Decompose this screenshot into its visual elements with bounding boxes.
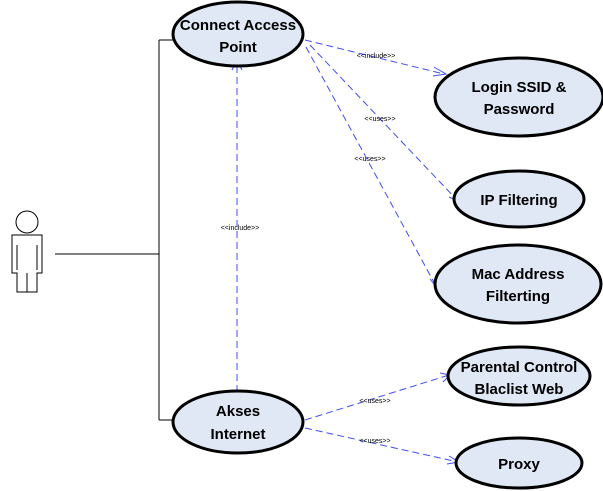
label-cap-mac: <<uses>> [354, 156, 385, 163]
use-case-ip-filtering[interactable]: IP Filtering [452, 169, 586, 229]
dep-cap-login [304, 39, 445, 75]
use-case-label: Filterting [486, 288, 550, 305]
use-case-parental-control[interactable]: Parental Control Blaclist Web [446, 345, 592, 407]
label-akses-proxy: <<uses>> [359, 438, 390, 445]
use-case-label: Password [484, 101, 555, 118]
use-case-ellipse [171, 389, 305, 455]
use-case-label: Internet [210, 426, 265, 443]
use-case-label: IP Filtering [480, 192, 557, 209]
actor-head [15, 210, 39, 234]
dep-akses-parental [304, 374, 450, 421]
dep-akses-proxy [304, 427, 459, 463]
use-case-label: Proxy [498, 456, 540, 473]
use-case-ellipse [171, 0, 305, 68]
use-case-mac-filtering[interactable]: Mac Address Filterting [433, 243, 603, 325]
use-case-connect-access-point[interactable]: Connect Access Point [171, 0, 305, 68]
use-case-ellipse [454, 436, 584, 490]
use-case-ellipse [452, 169, 586, 229]
label-cap-ip: <<uses>> [364, 116, 395, 123]
association-lines [55, 39, 173, 421]
use-case-label: Mac Address [472, 266, 565, 283]
dep-cap-mac [305, 46, 437, 287]
use-case-label: Connect Access [180, 17, 296, 34]
use-case-label: Akses [216, 403, 260, 420]
label-cap-login: <<include>> [357, 53, 396, 60]
use-case-akses-internet[interactable]: Akses Internet [171, 389, 305, 455]
use-case-ellipse [446, 345, 592, 407]
use-case-label: Point [219, 39, 257, 56]
use-case-label: Login SSID & [472, 79, 567, 96]
use-case-label: Parental Control [461, 359, 578, 376]
use-case-ellipse [433, 56, 603, 138]
actor-body [11, 234, 43, 293]
actor-user [11, 210, 43, 293]
relation-labels: <<include>> <<uses>> <<uses>> <<include>… [221, 53, 396, 445]
use-case-label: Blaclist Web [475, 381, 564, 398]
use-case-proxy[interactable]: Proxy [454, 436, 584, 490]
use-case-login-ssid[interactable]: Login SSID & Password [433, 56, 603, 138]
label-akses-parental: <<uses>> [359, 398, 390, 405]
dep-cap-ip [309, 44, 458, 201]
use-case-ellipse [433, 243, 603, 325]
label-akses-cap: <<include>> [221, 225, 260, 232]
